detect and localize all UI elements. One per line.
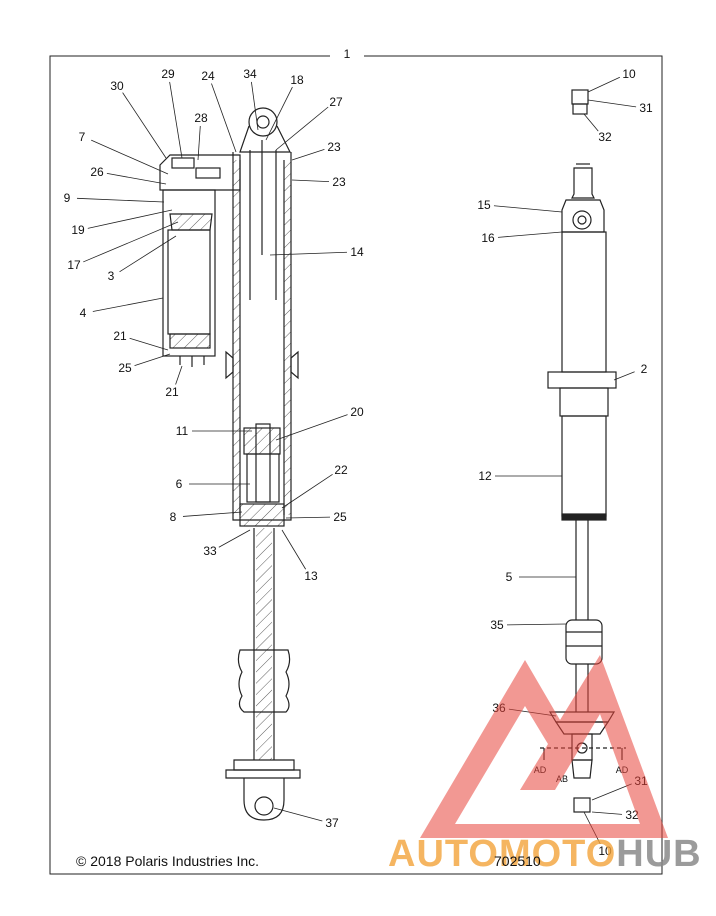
callout-leader-18 — [265, 86, 293, 141]
callout-leader-28 — [197, 125, 201, 161]
watermark-auto: AUTO — [388, 833, 499, 875]
callout-leader-22 — [281, 473, 333, 509]
callout-20: 20 — [350, 405, 364, 419]
callout-8: 8 — [170, 510, 177, 524]
callout-23: 23 — [327, 140, 341, 154]
callout-12: 12 — [478, 469, 492, 483]
callout-35: 35 — [490, 618, 504, 632]
callout-leader-25 — [285, 516, 331, 519]
callout-21: 21 — [165, 385, 179, 399]
callout-14: 14 — [350, 245, 364, 259]
callout-3: 3 — [108, 269, 115, 283]
callout-leader-32 — [583, 113, 599, 132]
callout-11: 11 — [176, 424, 189, 438]
callout-leader-2 — [613, 371, 635, 381]
callout-15: 15 — [477, 198, 491, 212]
watermark-text: AUTOMOTOHUB — [388, 833, 702, 875]
callout-leader-9 — [76, 197, 165, 203]
callout-leader-8 — [182, 511, 243, 517]
watermark-triangle-logo — [420, 655, 668, 838]
callout-leader-16 — [497, 231, 563, 238]
callout-22: 22 — [334, 463, 348, 477]
drawing-number: 702510 — [494, 853, 541, 869]
callout-30: 30 — [110, 79, 124, 93]
callout-leader-24 — [211, 83, 237, 153]
callout-26: 26 — [90, 165, 104, 179]
callout-29: 29 — [161, 67, 175, 81]
section-label-ab: AB — [556, 774, 568, 784]
callout-2: 2 — [641, 362, 648, 376]
callout-leader-14 — [269, 251, 348, 256]
watermark-hub: HUB — [616, 833, 701, 875]
leader-lines — [76, 76, 637, 845]
watermark-moto: MOTO — [499, 833, 616, 875]
callout-27: 27 — [329, 95, 343, 109]
callout-34: 34 — [243, 67, 257, 81]
callout-leader-20 — [275, 414, 348, 441]
callout-leader-4 — [92, 297, 164, 312]
callout-31: 31 — [639, 101, 653, 115]
callout-23: 23 — [332, 175, 346, 189]
callout-leader-21 — [129, 337, 169, 351]
callout-37: 37 — [325, 816, 339, 830]
cutaway-shock — [159, 107, 301, 821]
callout-10: 10 — [622, 67, 636, 81]
callout-16: 16 — [481, 231, 495, 245]
callout-leader-31 — [591, 783, 632, 801]
callout-leader-3 — [119, 235, 177, 273]
callout-leader-31 — [587, 99, 637, 108]
assembly-number: 1 — [344, 47, 351, 61]
callout-leader-33 — [218, 529, 251, 548]
automotohub-watermark: AUTOMOTOHUB — [388, 655, 702, 875]
callout-leader-37 — [273, 807, 323, 822]
callout-leader-17 — [83, 221, 179, 263]
callout-24: 24 — [201, 69, 215, 83]
callout-leader-29 — [169, 81, 183, 159]
callout-4: 4 — [80, 306, 87, 320]
callout-leader-30 — [122, 92, 167, 159]
callout-17: 17 — [67, 258, 81, 272]
callout-28: 28 — [194, 111, 208, 125]
callout-leader-19 — [87, 209, 173, 229]
callout-21: 21 — [113, 329, 127, 343]
callout-32: 32 — [598, 130, 612, 144]
callout-18: 18 — [290, 73, 304, 87]
callout-7: 7 — [79, 130, 86, 144]
callout-leader-21 — [175, 365, 183, 385]
callout-leader-27 — [275, 106, 329, 151]
callout-19: 19 — [71, 223, 85, 237]
callout-leader-34 — [251, 81, 259, 131]
callout-13: 13 — [304, 569, 318, 583]
callout-25: 25 — [333, 510, 347, 524]
callout-25: 25 — [118, 361, 132, 375]
callout-leader-7 — [91, 139, 169, 175]
callout-leader-25 — [134, 353, 171, 367]
callout-33: 33 — [203, 544, 217, 558]
callout-leader-10 — [587, 76, 621, 93]
callout-9: 9 — [64, 191, 71, 205]
callout-10: 10 — [598, 844, 612, 858]
callout-leader-23 — [291, 148, 325, 161]
callout-5: 5 — [506, 570, 513, 584]
copyright-text: © 2018 Polaris Industries Inc. — [76, 853, 259, 869]
callout-leader-26 — [106, 172, 167, 185]
callout-leader-13 — [281, 529, 307, 570]
callout-leader-23 — [291, 179, 330, 183]
callout-6: 6 — [176, 477, 183, 491]
callout-leader-32 — [591, 811, 623, 815]
callout-leader-15 — [493, 205, 563, 213]
callout-leader-35 — [506, 623, 567, 626]
